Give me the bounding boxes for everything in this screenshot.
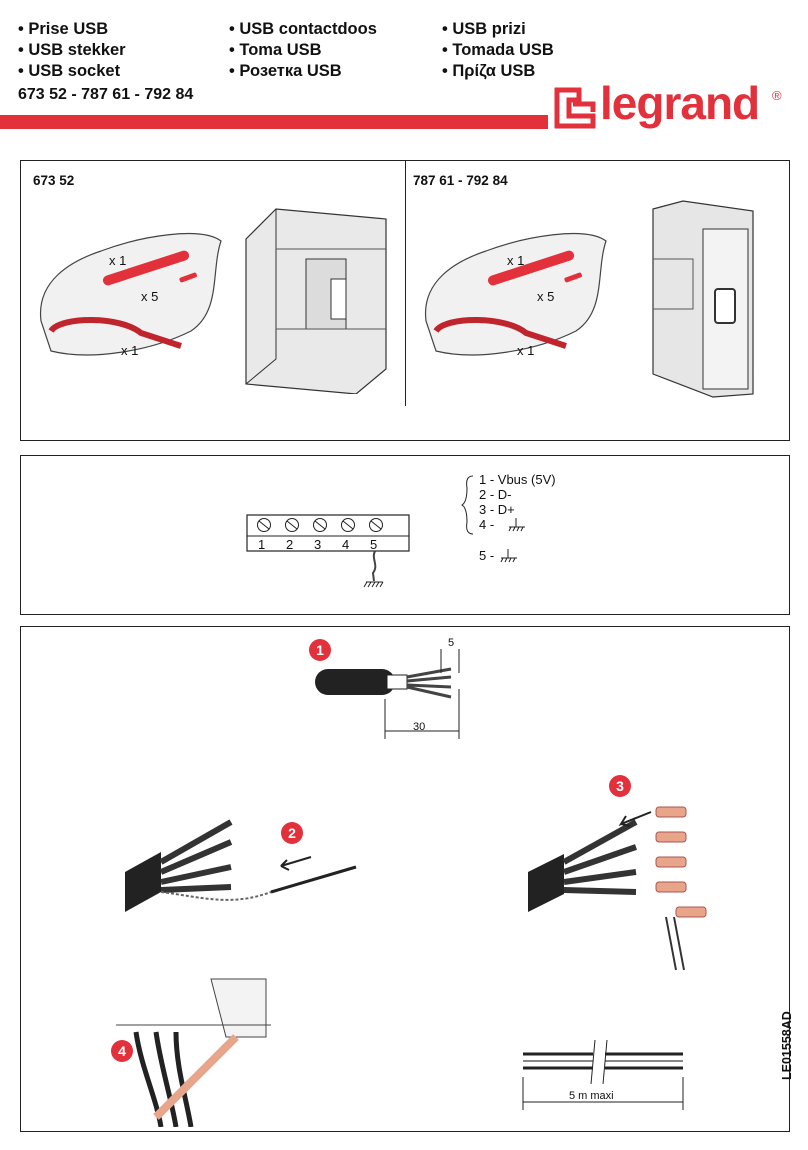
product-label-left: 673 52 (33, 173, 75, 188)
title-line: Розетка USB (229, 61, 377, 82)
qty-label: x 1 (121, 343, 139, 358)
ferrule-crimp-illustration (528, 806, 707, 971)
ground-icon (500, 549, 517, 563)
brand-bar (0, 115, 548, 129)
dimension-label: 30 (413, 721, 426, 733)
terminal-number: 2 (286, 537, 294, 552)
title-col1: Prise USB USB stekker USB socket (18, 19, 126, 82)
step-badge: 3 (609, 775, 631, 797)
ground-icon (508, 518, 525, 532)
max-length-illustration (522, 1039, 684, 1110)
step-badge: 1 (309, 639, 331, 661)
terminal-number: 3 (314, 537, 322, 552)
qty-label: x 1 (109, 253, 127, 268)
title-line: USB stekker (18, 40, 125, 61)
cable-tie-illustration (116, 978, 271, 1127)
title-line: Tomada USB (442, 40, 553, 61)
brand-name: legrand (600, 77, 760, 129)
terminal-number: 4 (342, 537, 350, 552)
qty-label: x 1 (517, 343, 535, 358)
installation-panel: 1 5 30 2 3 4 (20, 626, 790, 1132)
socket-mechanism-illustration (245, 208, 387, 394)
qty-label: x 5 (141, 289, 159, 304)
step-badge: 2 (281, 822, 303, 844)
title-line: USB contactdoos (229, 19, 377, 40)
title-col3: USB prizi Tomada USB Πρίζα USB (442, 19, 554, 82)
usb-module-illustration (652, 200, 754, 398)
legrand-logo-icon (554, 87, 596, 129)
cable-strip-illustration (315, 649, 460, 739)
title-line: USB prizi (442, 19, 554, 40)
title-line: Prise USB (18, 19, 126, 40)
document-reference: LE01558AD (780, 1011, 794, 1080)
wiring-panel: 1 2 3 4 5 1 - Vbus (5V) 2 - D- 3 - D+ 4 … (20, 455, 790, 615)
registered-mark: ® (772, 88, 782, 103)
accessory-bag-illustration (39, 232, 222, 356)
qty-label: x 1 (507, 253, 525, 268)
legend-brace (461, 475, 474, 535)
pin-legend: 5 - (479, 548, 495, 563)
title-col2: USB contactdoos Toma USB Розетка USB (229, 19, 377, 82)
terminal-block (246, 514, 410, 552)
qty-label: x 5 (537, 289, 555, 304)
contents-panel: 673 52 787 61 - 792 84 x 1 x 5 x 1 x 1 x… (20, 160, 790, 441)
dimension-label: 5 (448, 637, 455, 649)
terminal-number: 1 (258, 537, 266, 552)
pin-legend: 4 - (479, 517, 495, 532)
reference-numbers: 673 52 - 787 61 - 792 84 (18, 86, 194, 103)
title-line: USB socket (18, 61, 126, 82)
product-label-right: 787 61 - 792 84 (413, 173, 508, 188)
panel-divider (405, 161, 407, 406)
accessory-bag-illustration (424, 232, 607, 356)
title-line: Toma USB (229, 40, 377, 61)
max-length-label: 5 m maxi (569, 1090, 614, 1102)
step-badge: 4 (111, 1040, 133, 1062)
ground-wire-cut-illustration (125, 819, 357, 912)
title-line: Πρίζα USB (442, 61, 554, 82)
pin-legend: 2 - D- (479, 487, 512, 502)
pin-legend: 3 - D+ (479, 502, 515, 517)
ground-wire-icon (363, 551, 384, 588)
terminal-number: 5 (370, 537, 378, 552)
pin-legend: 1 - Vbus (5V) (479, 472, 556, 487)
